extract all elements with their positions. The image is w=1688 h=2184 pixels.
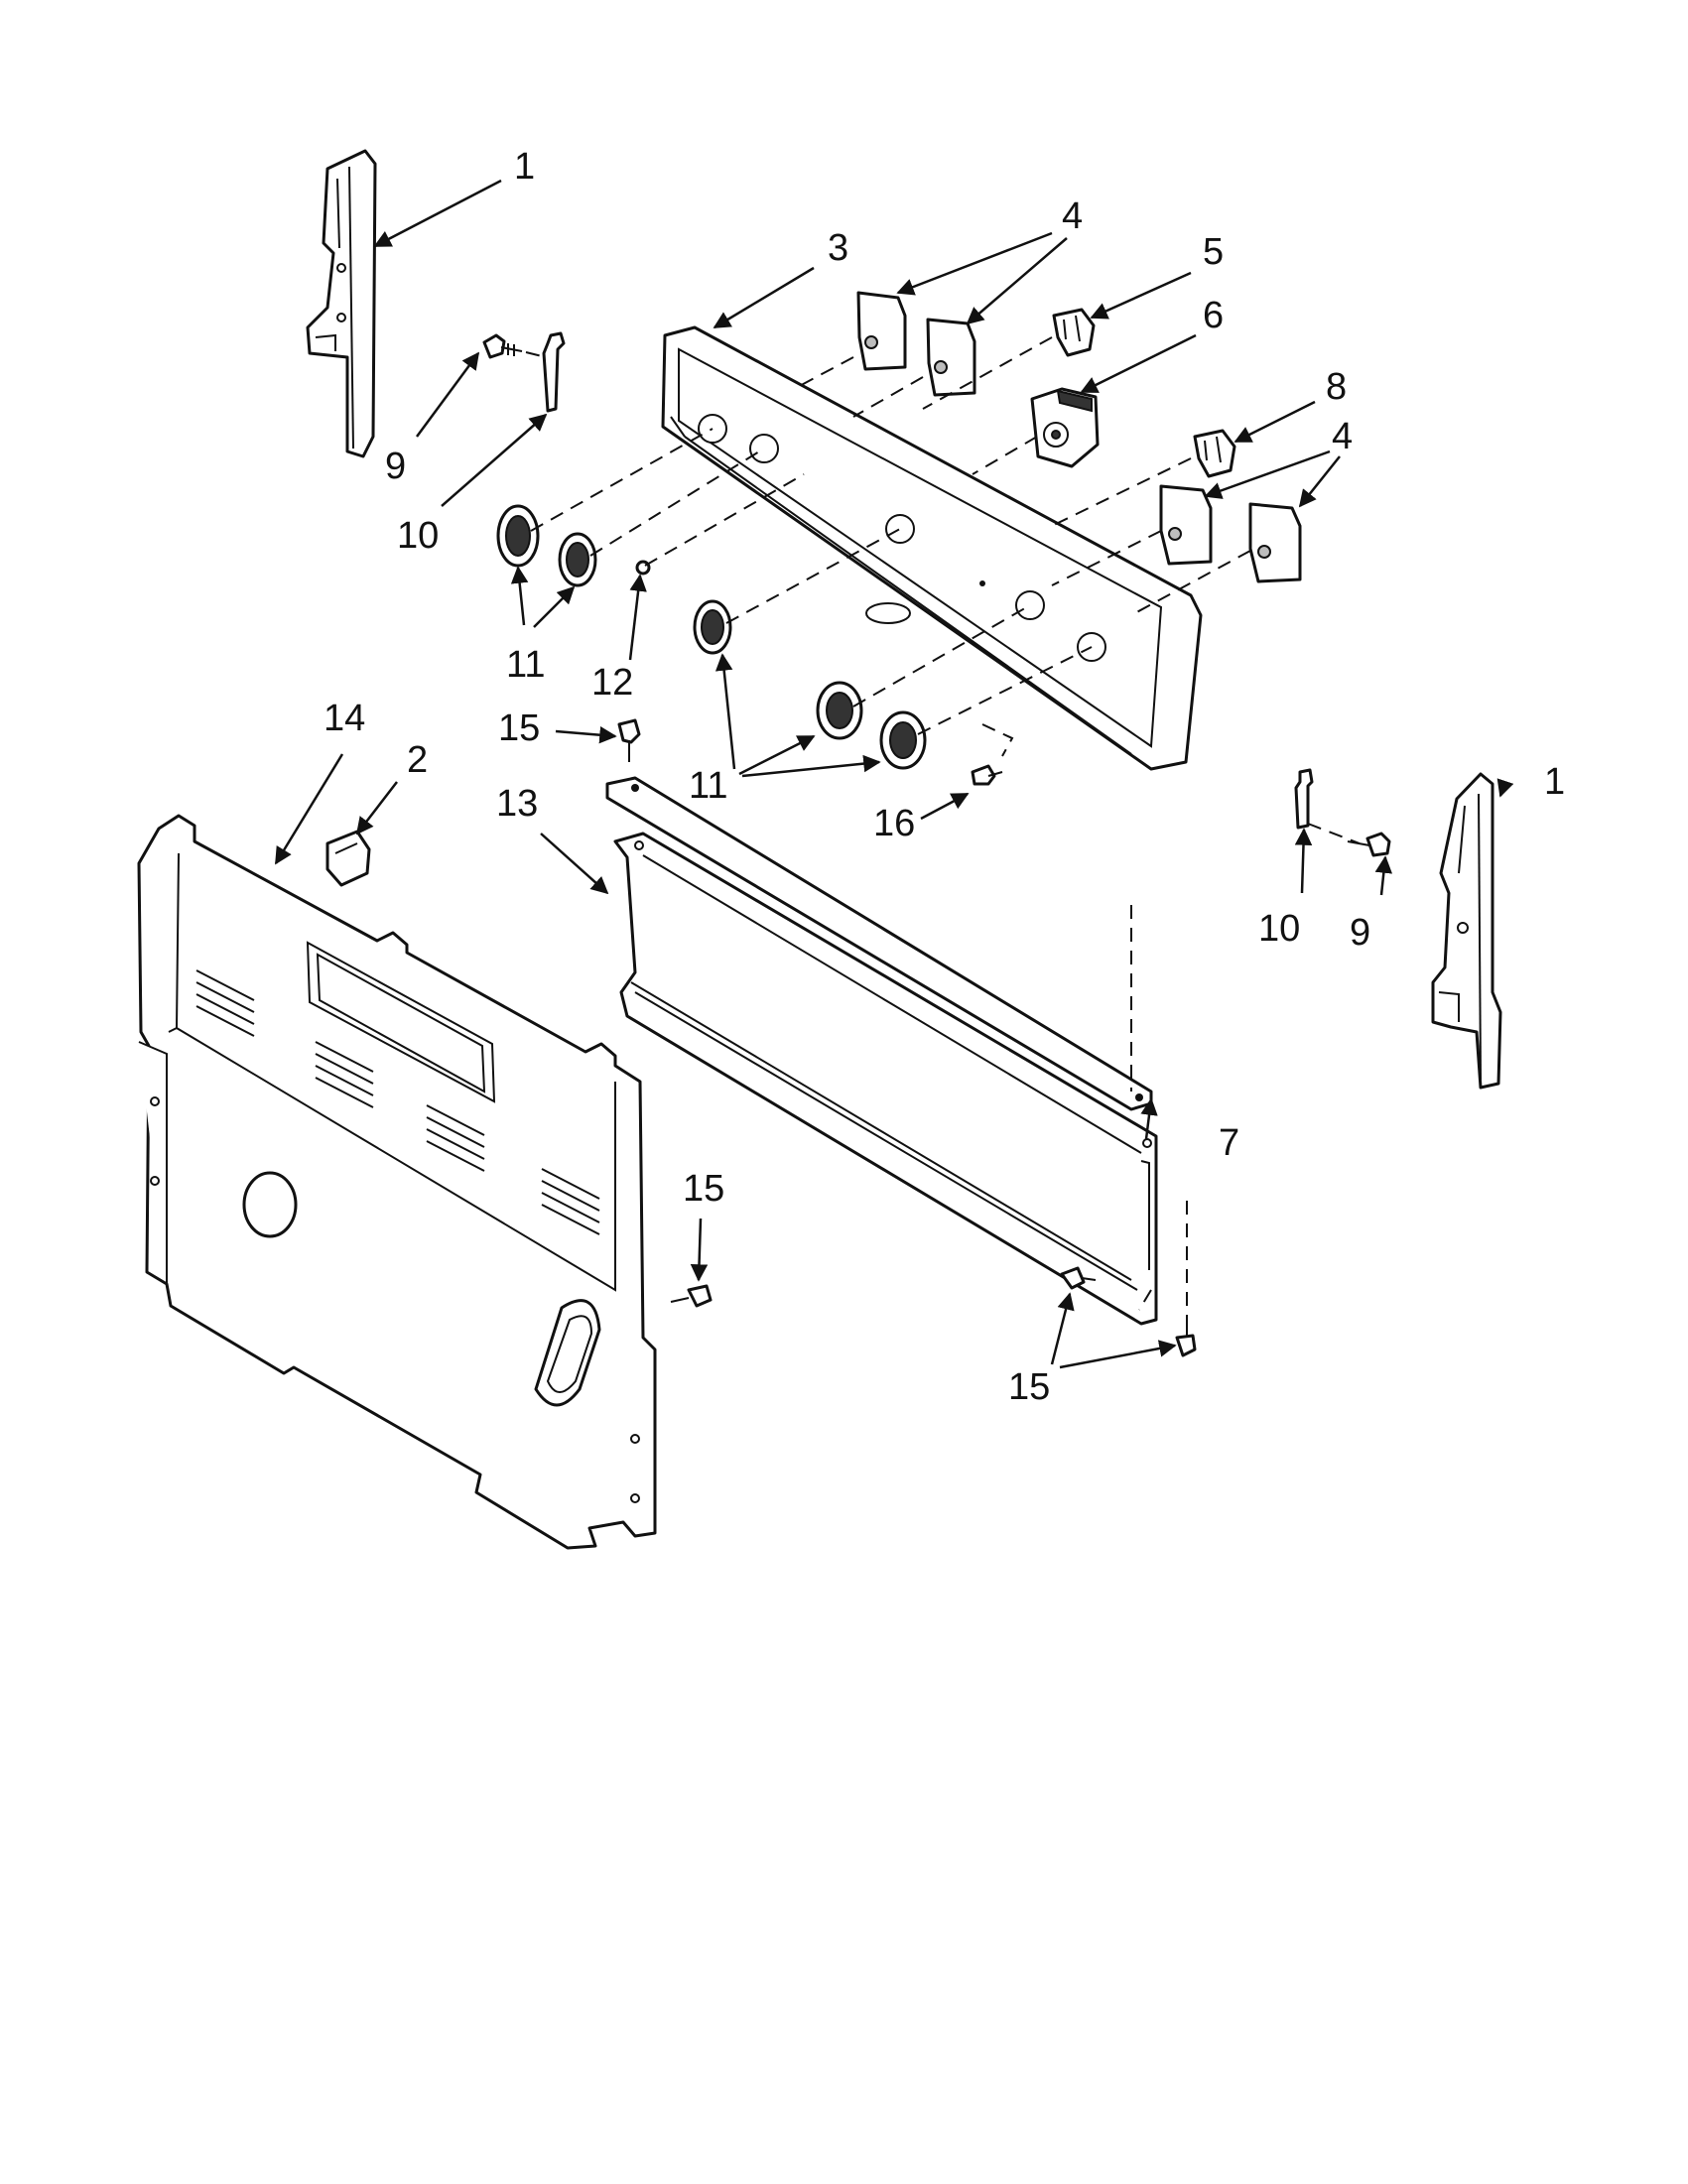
clip-left	[542, 331, 566, 413]
side-bracket-left	[306, 149, 377, 458]
callout-10-right: 10	[1258, 908, 1300, 950]
callout-15-mid: 15	[683, 1168, 724, 1210]
switch-top-1	[856, 291, 907, 371]
screw-16	[971, 764, 1003, 786]
indicator-switch-5	[1052, 308, 1096, 357]
callout-12: 12	[591, 662, 633, 704]
clip-2	[325, 830, 371, 887]
screw-15-top	[617, 718, 641, 762]
screw-15-bottom-left	[1060, 1266, 1097, 1290]
callout-2: 2	[407, 739, 428, 781]
screw-right	[1347, 832, 1391, 857]
callout-7: 7	[1219, 1122, 1239, 1164]
knob-1	[496, 504, 540, 568]
callout-4-right: 4	[1332, 416, 1353, 457]
callout-11-left: 11	[506, 644, 545, 686]
callout-5: 5	[1203, 231, 1224, 273]
control-panel	[661, 325, 1203, 771]
callout-1-right: 1	[1544, 761, 1565, 803]
knob-2	[558, 532, 597, 587]
callout-15-bottom: 15	[1008, 1366, 1050, 1408]
indicator-switch-8	[1193, 429, 1236, 478]
callout-11-bottom: 11	[689, 765, 727, 807]
callout-1-left: 1	[514, 146, 535, 188]
callout-9-right: 9	[1350, 912, 1370, 954]
callout-3: 3	[828, 227, 848, 269]
screw-15-bottom-right	[1175, 1316, 1197, 1357]
callout-4-top: 4	[1062, 195, 1083, 237]
callout-8: 8	[1326, 366, 1347, 408]
back-panel	[137, 814, 657, 1550]
callout-9-left: 9	[385, 446, 406, 487]
assembly-lines	[525, 336, 1361, 1316]
knob-5	[879, 710, 927, 770]
callout-15-top: 15	[498, 707, 540, 749]
callout-16: 16	[873, 803, 915, 844]
side-bracket-right	[1431, 772, 1502, 1090]
callout-14: 14	[324, 698, 365, 739]
knob-4	[816, 681, 863, 740]
switch-right-2	[1248, 502, 1302, 583]
clock-module	[1030, 387, 1100, 468]
callout-6: 6	[1203, 295, 1224, 336]
knob-3	[693, 599, 732, 655]
screw-left	[482, 333, 523, 359]
screw-15-mid	[670, 1284, 713, 1308]
clip-right	[1294, 768, 1314, 830]
callout-10-left: 10	[397, 515, 439, 557]
callout-13: 13	[496, 783, 538, 825]
switch-right-1	[1159, 484, 1213, 566]
leader-lines	[274, 179, 1514, 1369]
callout-labels: 1 1 2 3 4 4 5 6 7 8 9 9 10 10 11 11 12 1…	[324, 146, 1565, 1408]
rear-panel	[613, 832, 1158, 1326]
